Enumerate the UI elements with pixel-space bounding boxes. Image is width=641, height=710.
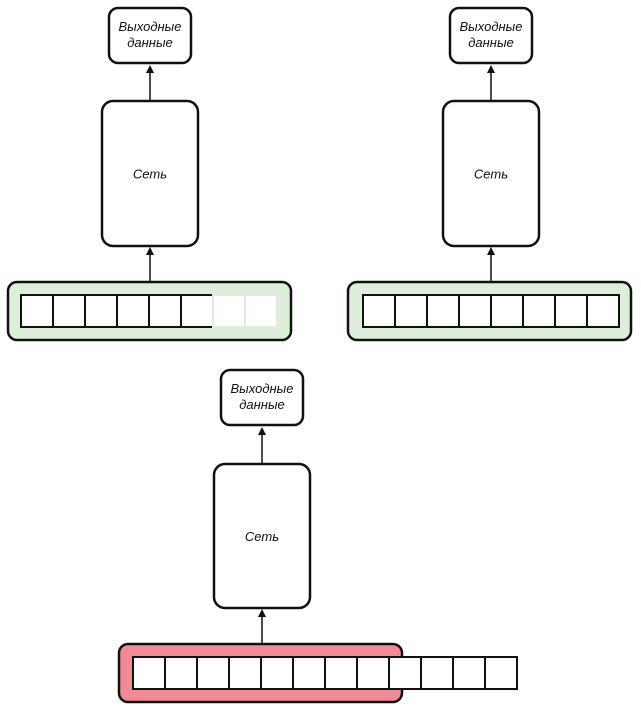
sequence-cell: [292, 656, 326, 690]
sequence-cell: [394, 294, 428, 328]
network-label: Сеть: [133, 167, 167, 182]
network-box: [100, 99, 200, 248]
sequence-cell: [84, 294, 118, 328]
sequence-cell: [420, 656, 454, 690]
arrowhead-icon: [146, 247, 154, 255]
sequence-cell: [324, 656, 358, 690]
sequence-cell: [196, 656, 230, 690]
sequence-cell: [426, 294, 460, 328]
sequence-cell: [554, 294, 588, 328]
sequence-cell: [116, 294, 150, 328]
sequence-cell: [132, 656, 166, 690]
network-node: Сеть: [212, 462, 312, 610]
output-label-line: данные: [127, 35, 173, 50]
network-node: Сеть: [441, 99, 541, 248]
output-label-line: данные: [468, 35, 514, 50]
sequence-cell: [20, 294, 54, 328]
output-box: [219, 368, 305, 427]
output-label-line: Выходные: [460, 19, 523, 34]
output-label-line: Выходные: [119, 19, 182, 34]
network-box: [212, 462, 312, 610]
sequence-cell: [522, 294, 556, 328]
sequence-cell: [490, 294, 524, 328]
sequence-cell: [52, 294, 86, 328]
sequence-cell: [452, 656, 486, 690]
output-label-line: Выходные: [231, 381, 294, 396]
arrowhead-icon: [258, 609, 266, 617]
arrowhead-icon: [258, 427, 266, 435]
output-box: [107, 6, 193, 65]
network-label: Сеть: [474, 167, 508, 182]
sequence-cell: [458, 294, 492, 328]
sequence-cell: [362, 294, 396, 328]
sequence-cell: [148, 294, 182, 328]
sequence-cell: [260, 656, 294, 690]
arrowhead-icon: [487, 247, 495, 255]
padding-cell: [212, 294, 246, 328]
output-box: [448, 6, 534, 65]
output-label-line: данные: [239, 397, 285, 412]
sequence-cell: [356, 656, 390, 690]
sequence-cell: [164, 656, 198, 690]
sequence-cell: [180, 294, 214, 328]
arrowhead-icon: [146, 65, 154, 73]
network-node: Сеть: [100, 99, 200, 248]
arrowhead-icon: [487, 65, 495, 73]
sequence-cell: [586, 294, 620, 328]
sequence-cell: [228, 656, 262, 690]
sequence-cell: [388, 656, 422, 690]
network-box: [441, 99, 541, 248]
network-label: Сеть: [245, 529, 279, 544]
sequence-cell: [484, 656, 518, 690]
padding-cell: [244, 294, 278, 328]
